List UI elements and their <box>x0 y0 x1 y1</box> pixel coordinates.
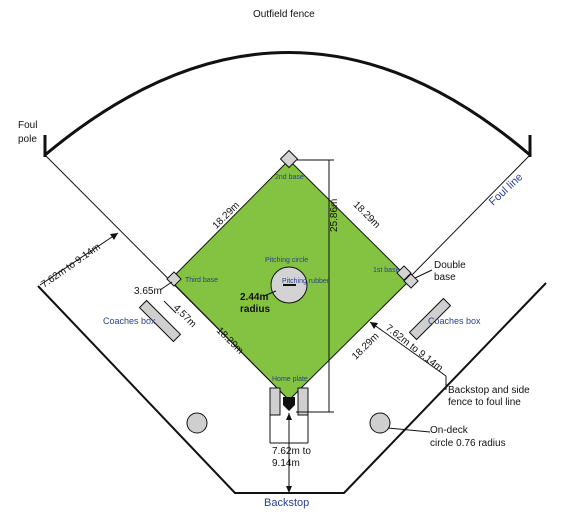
backstop-fence-label-1: Backstop and side <box>448 385 530 396</box>
on-deck-pointer <box>387 427 431 433</box>
on-deck-circle-left <box>186 412 208 434</box>
dim-backstop-arrow-down <box>286 486 292 493</box>
home-to-second-label: 25.86m <box>329 199 340 232</box>
outfield-fence <box>44 51 531 157</box>
foul-line-label: Foul line <box>487 171 526 208</box>
dim-right-fence-arrow-top <box>370 322 378 329</box>
coaches-box-left <box>138 299 182 343</box>
home-distance-label-1: 7.62m to <box>272 446 311 457</box>
dim-backstop-arrow-up <box>286 413 292 420</box>
dim-left-fence <box>39 232 119 286</box>
coaches-box-right <box>408 297 452 341</box>
dim-coach-offset-1 <box>159 281 173 291</box>
on-deck-circle-right <box>369 412 391 434</box>
left-fence-distance: 7.62m to 9.14m <box>39 242 102 291</box>
foul-pole-label-2: pole <box>18 134 37 145</box>
coaches-box-left-label: Coaches box <box>103 316 156 326</box>
second-base <box>279 149 299 169</box>
on-deck-label-1: On-deck <box>430 425 469 436</box>
first-base <box>396 265 412 281</box>
pitching-circle-label: Pitching circle <box>265 257 308 264</box>
radius-pointer <box>263 290 277 297</box>
double-base-label-2: base <box>434 272 456 283</box>
double-base-pointer <box>414 269 433 279</box>
coach-offset-1: 3.65m <box>134 286 162 297</box>
backstop-label: Backstop <box>264 497 309 509</box>
double-base-label-1: Double <box>434 260 466 271</box>
batter-box-right <box>297 387 309 416</box>
home-distance-label-2: 9.14m <box>272 458 300 469</box>
base-path-lower-right: 18.29m <box>350 331 381 362</box>
home-plate <box>283 397 295 411</box>
dim-right-fence <box>369 321 447 377</box>
first-base-double <box>403 273 419 289</box>
second-base-label: 2nd base <box>275 174 304 181</box>
first-base-label: 1st base <box>373 267 400 274</box>
home-plate-label: Home plate <box>272 376 308 383</box>
backstop-fence-label-2: fence to foul line <box>448 397 521 408</box>
radius-label-1: 2.44m <box>240 292 268 303</box>
outfield-fence-label: Outfield fence <box>253 9 315 20</box>
dim-coach-offset-2 <box>163 300 177 314</box>
third-base-label: Third base <box>185 277 218 284</box>
coaches-box-right-label: Coaches box <box>428 316 481 326</box>
on-deck-label-2: circle 0.76 radius <box>430 438 506 449</box>
dim-left-fence-arrow <box>110 233 118 240</box>
foul-pole-label-1: Foul <box>18 120 37 131</box>
coach-offset-2: 4.57m <box>171 303 198 330</box>
batter-box-left <box>269 387 281 416</box>
radius-label-2: radius <box>240 304 270 315</box>
pitching-rubber-label: Pitching rubber <box>282 278 330 285</box>
